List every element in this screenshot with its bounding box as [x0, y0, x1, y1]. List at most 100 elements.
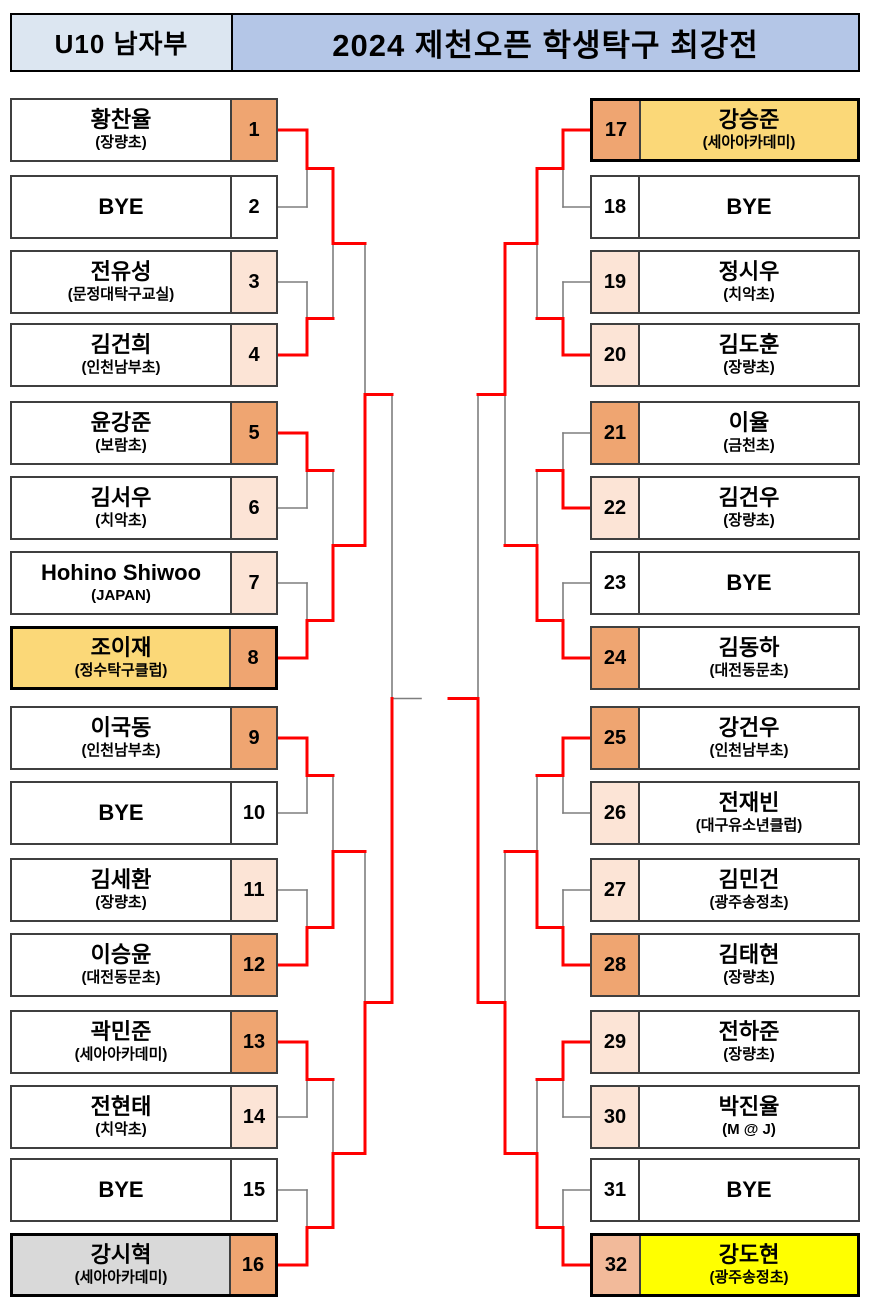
player-name: Hohino Shiwoo [40, 560, 202, 586]
player-club: (인천남부초) [81, 358, 161, 376]
player-entry-7: Hohino Shiwoo(JAPAN)7 [10, 551, 278, 615]
seed-number: 14 [230, 1087, 276, 1147]
player-name: 윤강준 [90, 410, 152, 436]
player-entry-18: 18 BYE [590, 175, 860, 239]
player-name-cell: 정시우(치악초) [640, 252, 858, 312]
player-club: (문정대탁구교실) [67, 285, 175, 303]
player-name: 박진율 [718, 1094, 780, 1120]
seed-number: 27 [592, 860, 640, 920]
seed-number: 17 [593, 101, 641, 159]
division-header: U10 남자부 [10, 13, 233, 72]
player-club: (장량초) [723, 511, 775, 529]
seed-number: 20 [592, 325, 640, 385]
player-name: BYE [726, 569, 772, 595]
player-name-cell: 조이재(정수탁구클럽) [13, 629, 229, 687]
player-name: 강승준 [718, 107, 780, 133]
seed-number: 21 [592, 403, 640, 463]
player-name-cell: 김서우(치악초) [12, 478, 230, 538]
player-club: (치악초) [95, 511, 147, 529]
player-name-cell: 강승준(세아아카데미) [641, 101, 857, 159]
player-name-cell: Hohino Shiwoo(JAPAN) [12, 553, 230, 613]
player-name: 전재빈 [718, 790, 780, 816]
player-name-cell: BYE [640, 177, 858, 237]
seed-number: 32 [593, 1236, 641, 1294]
player-name-cell: BYE [640, 1160, 858, 1220]
seed-number: 26 [592, 783, 640, 843]
player-entry-14: 전현태(치악초)14 [10, 1085, 278, 1149]
player-name: BYE [98, 799, 144, 825]
player-club: (장량초) [723, 968, 775, 986]
player-name: 강건우 [718, 715, 780, 741]
player-name: BYE [98, 1176, 144, 1202]
seed-number: 4 [230, 325, 276, 385]
seed-number: 19 [592, 252, 640, 312]
seed-number: 5 [230, 403, 276, 463]
player-name-cell: 김동하(대전동문초) [640, 628, 858, 688]
player-club: (대전동문초) [709, 661, 789, 679]
player-name-cell: 전하준(장량초) [640, 1012, 858, 1072]
seed-number: 9 [230, 708, 276, 768]
player-name: 전유성 [90, 259, 152, 285]
player-name: 강시혁 [90, 1242, 152, 1268]
player-club: (정수탁구클럽) [74, 661, 168, 679]
player-name: 김동하 [718, 635, 780, 661]
seed-number: 2 [230, 177, 276, 237]
player-entry-9: 이국동(인천남부초)9 [10, 706, 278, 770]
player-name-cell: 김건희(인천남부초) [12, 325, 230, 385]
seed-number: 18 [592, 177, 640, 237]
player-club: (장량초) [723, 1045, 775, 1063]
player-entry-6: 김서우(치악초)6 [10, 476, 278, 540]
player-name-cell: 김건우(장량초) [640, 478, 858, 538]
seed-number: 1 [230, 100, 276, 160]
player-name: 김건우 [718, 485, 780, 511]
player-name: 김서우 [90, 485, 152, 511]
player-entry-16: 강시혁(세아아카데미)16 [10, 1233, 278, 1297]
player-name: BYE [726, 193, 772, 219]
player-name-cell: 전재빈(대구유소년클럽) [640, 783, 858, 843]
player-name: 김건희 [90, 332, 152, 358]
player-club: (세아아카데미) [702, 133, 796, 151]
player-name-cell: 강건우(인천남부초) [640, 708, 858, 768]
player-entry-3: 전유성(문정대탁구교실) 3 [10, 250, 278, 314]
seed-number: 7 [230, 553, 276, 613]
tournament-title: 2024 제천오픈 학생탁구 최강전 [231, 13, 860, 72]
player-name-cell: 김도훈(장량초) [640, 325, 858, 385]
player-name-cell: 윤강준(보람초) [12, 403, 230, 463]
player-name: 이율 [728, 410, 770, 436]
player-club: (인천남부초) [709, 741, 789, 759]
seed-number: 8 [229, 629, 275, 687]
player-name: 이승윤 [90, 942, 152, 968]
player-name-cell: 박진율(M @ J) [640, 1087, 858, 1147]
player-name-cell: BYE [640, 553, 858, 613]
seed-number: 15 [230, 1160, 276, 1220]
player-name-cell: 김민건(광주송정초) [640, 860, 858, 920]
player-name-cell: 이율(금천초) [640, 403, 858, 463]
player-club: (JAPAN) [91, 586, 151, 604]
seed-number: 28 [592, 935, 640, 995]
seed-number: 11 [230, 860, 276, 920]
player-name: 김세환 [90, 867, 152, 893]
seed-number: 12 [230, 935, 276, 995]
seed-number: 29 [592, 1012, 640, 1072]
seed-number: 3 [230, 252, 276, 312]
player-club: (장량초) [723, 358, 775, 376]
player-name-cell: 이승윤(대전동문초) [12, 935, 230, 995]
player-club: (금천초) [723, 436, 775, 454]
player-name-cell: 강도현(광주송정초) [641, 1236, 857, 1294]
player-name: 김태현 [718, 942, 780, 968]
player-entry-15: BYE 15 [10, 1158, 278, 1222]
player-club: (치악초) [95, 1120, 147, 1138]
seed-number: 16 [229, 1236, 275, 1294]
